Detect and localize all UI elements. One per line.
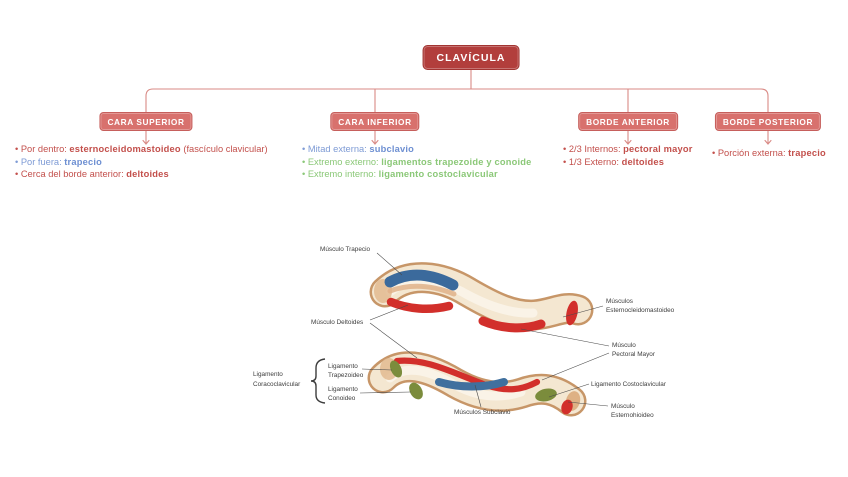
bullets-cara-inferior: Mitad externa: subclavio Extremo externo… [302,143,532,181]
bone-highlight [385,276,538,318]
bullet-prefix: Porción externa: [717,148,789,158]
bullet-suffix: (fascículo clavicular) [180,144,268,154]
bullet-term: pectoral mayor [623,144,693,154]
label-ligamento-coracoclavicular: Coracoclavicular [253,381,301,388]
bullet-prefix: Por dentro: [20,144,70,154]
bullet-prefix: Extremo externo: [307,156,382,167]
patch-costoclavicular-green [535,388,557,402]
patch-trapezoideo-green [389,360,403,378]
bullet-item: Porción externa: trapecio [712,147,826,160]
bullet-prefix: Mitad externa: [307,144,370,154]
bullet-item: Mitad externa: subclavio [302,143,532,156]
callout-trapecio [376,252,403,276]
tree-connectors [142,68,772,145]
label-musculo-pectoral-mayor: Pectoral Mayor [612,351,656,358]
node-clavicula: CLAVÍCULA [422,45,520,70]
clavicle-superior-bone [369,262,594,333]
label-ligamento-conoideo: Conoideo [328,395,356,402]
callout-esternohioideo [567,401,609,407]
label-musculos-esternocleidomastoideo: Esternocleidomastoideo [606,307,675,314]
callout-pectoral-superior [520,328,610,347]
label-ligamento-trapezoideo: Ligamento [328,363,358,370]
callout-deltoides-inferior [369,322,418,359]
bullet-prefix: 2/3 Internos: [568,144,624,154]
bullet-term: deltoides [126,169,169,180]
node-borde-anterior: BORDE ANTERIOR [578,112,678,131]
label-ligamento-coracoclavicular: Ligamento [253,371,283,378]
bullet-prefix: 1/3 Externo: [568,156,622,167]
bullet-term: ligamento costoclavicular [378,169,498,180]
patch-subclavio-blue [435,378,508,391]
callout-conoideo [359,391,412,394]
callout-esternocleidomastoideo [562,305,604,318]
clavicle-illustration: Músculo Trapecio Músculo Deltoides Múscu… [253,246,675,419]
bullet-item: Extremo externo: ligamentos trapezoide y… [302,156,532,169]
patch-deltoides-red [386,297,454,314]
callout-deltoides-superior [369,304,409,321]
bullet-prefix: Cerca del borde anterior: [20,169,127,180]
label-ligamento-trapezoideo: Trapezoideo [328,372,364,379]
bullet-term: ligamentos trapezoide y conoide [381,156,532,167]
bullet-item: Extremo interno: ligamento costoclavicul… [302,168,532,181]
node-borde-posterior: BORDE POSTERIOR [714,112,822,131]
patch-conoideo-green [409,382,423,400]
label-musculo-esternohioideo: Esternohioideo [611,412,654,419]
label-musculo-trapecio: Músculo Trapecio [320,246,371,253]
bullet-prefix: Por fuera: [20,156,65,167]
label-musculo-esternohioideo: Músculo [611,403,635,410]
arrow-borde-posterior [764,130,772,145]
label-musculo-pectoral-mayor: Músculo [612,342,636,349]
bullet-item: Cerca del borde anterior: deltoides [15,168,268,181]
label-musculos-esternocleidomastoideo: Músculos [606,298,633,305]
bullet-term: trapecio [788,148,826,158]
label-musculo-deltoides: Músculo Deltoides [311,319,363,326]
patch-esternohioideo-red [561,399,573,415]
bullet-term: subclavio [369,144,415,154]
bullets-cara-superior: Por dentro: esternocleidomastoideo (fasc… [15,143,268,181]
callout-costoclavicular [548,383,590,398]
patch-pectoral-red [478,316,546,333]
patch-esternocleidomastoideo-red [566,300,578,326]
callout-subclavio [474,384,482,408]
callout-trapezoideo [361,368,393,371]
callout-pectoral-inferior [541,352,610,381]
patch-trapecio-blue [384,269,459,291]
node-cara-superior: CARA SUPERIOR [99,112,193,131]
label-ligamento-conoideo: Ligamento [328,386,358,393]
brace-coracoclavicular [310,358,326,404]
bullet-item: Por fuera: trapecio [15,156,268,169]
bullets-borde-anterior: 2/3 Internos: pectoral mayor 1/3 Externo… [563,143,693,168]
bullets-borde-posterior: Porción externa: trapecio [712,147,826,160]
label-ligamento-costoclavicular: Ligamento Costoclavicular [591,381,667,388]
bullet-term: trapecio [64,156,103,167]
label-musculos-subclavio: Músculos Subclavio [454,409,511,416]
bullet-term: deltoides [621,156,665,167]
bullet-term: esternocleidomastoideo [69,144,181,154]
clavicle-inferior-bone [367,351,587,417]
bullet-item: 2/3 Internos: pectoral mayor [563,143,693,156]
bullet-item: Por dentro: esternocleidomastoideo (fasc… [15,143,268,156]
bullet-item: 1/3 Externo: deltoides [563,156,693,169]
patch-ridge-tan [387,283,457,297]
node-cara-inferior: CARA INFERIOR [330,112,420,131]
connector-horizontal [145,88,769,113]
bullet-prefix: Extremo interno: [307,169,379,180]
